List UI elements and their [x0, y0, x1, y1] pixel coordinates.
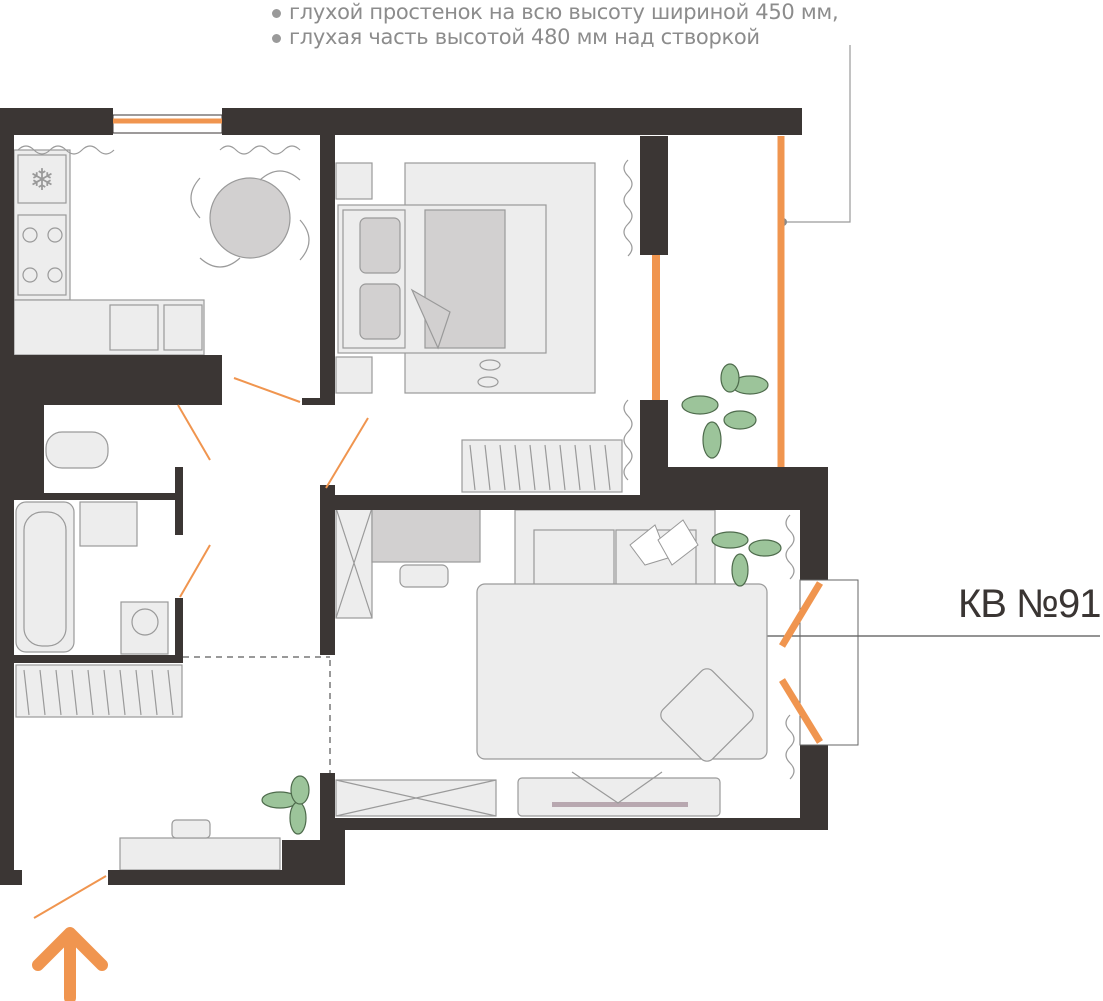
bathroom — [15, 431, 183, 718]
note-blank-part: глухая часть высотой 480 мм над створкой — [272, 25, 760, 49]
bullet-icon — [272, 8, 281, 18]
snowflake-icon: ❄ — [29, 163, 54, 198]
chair — [399, 564, 449, 588]
wardrobe — [461, 439, 623, 493]
sink-icon — [109, 304, 159, 351]
fridge-icon — [17, 154, 67, 204]
washing-machine-icon — [120, 601, 169, 655]
stove-icon — [17, 214, 67, 296]
note-blank-pier: глухой простенок на всю высоту шириной 4… — [272, 0, 839, 24]
entrance-arrow-icon — [32, 927, 108, 1001]
plant-icon — [681, 363, 769, 459]
apartment-label: КВ №91 — [958, 582, 1101, 626]
toilet-icon — [45, 431, 109, 469]
note-text: глухая часть высотой 480 мм над створкой — [289, 25, 760, 49]
door-swings — [33, 377, 369, 919]
note-leader-line — [783, 45, 851, 223]
bedroom — [335, 159, 633, 493]
dining-table — [209, 177, 291, 259]
balcony — [681, 363, 769, 459]
hallway — [119, 656, 331, 871]
washbasin-icon — [79, 501, 138, 547]
walls — [0, 108, 828, 885]
plant-icon — [711, 531, 782, 587]
windows — [112, 114, 859, 746]
note-text: глухой простенок на всю высоту шириной 4… — [289, 0, 839, 24]
desk — [371, 507, 481, 563]
living-room — [335, 507, 795, 817]
plant-icon — [261, 775, 310, 835]
kitchen: ❄ — [13, 145, 310, 356]
armchair — [660, 668, 754, 762]
bullet-icon — [272, 33, 281, 43]
tv-stand — [517, 777, 721, 817]
